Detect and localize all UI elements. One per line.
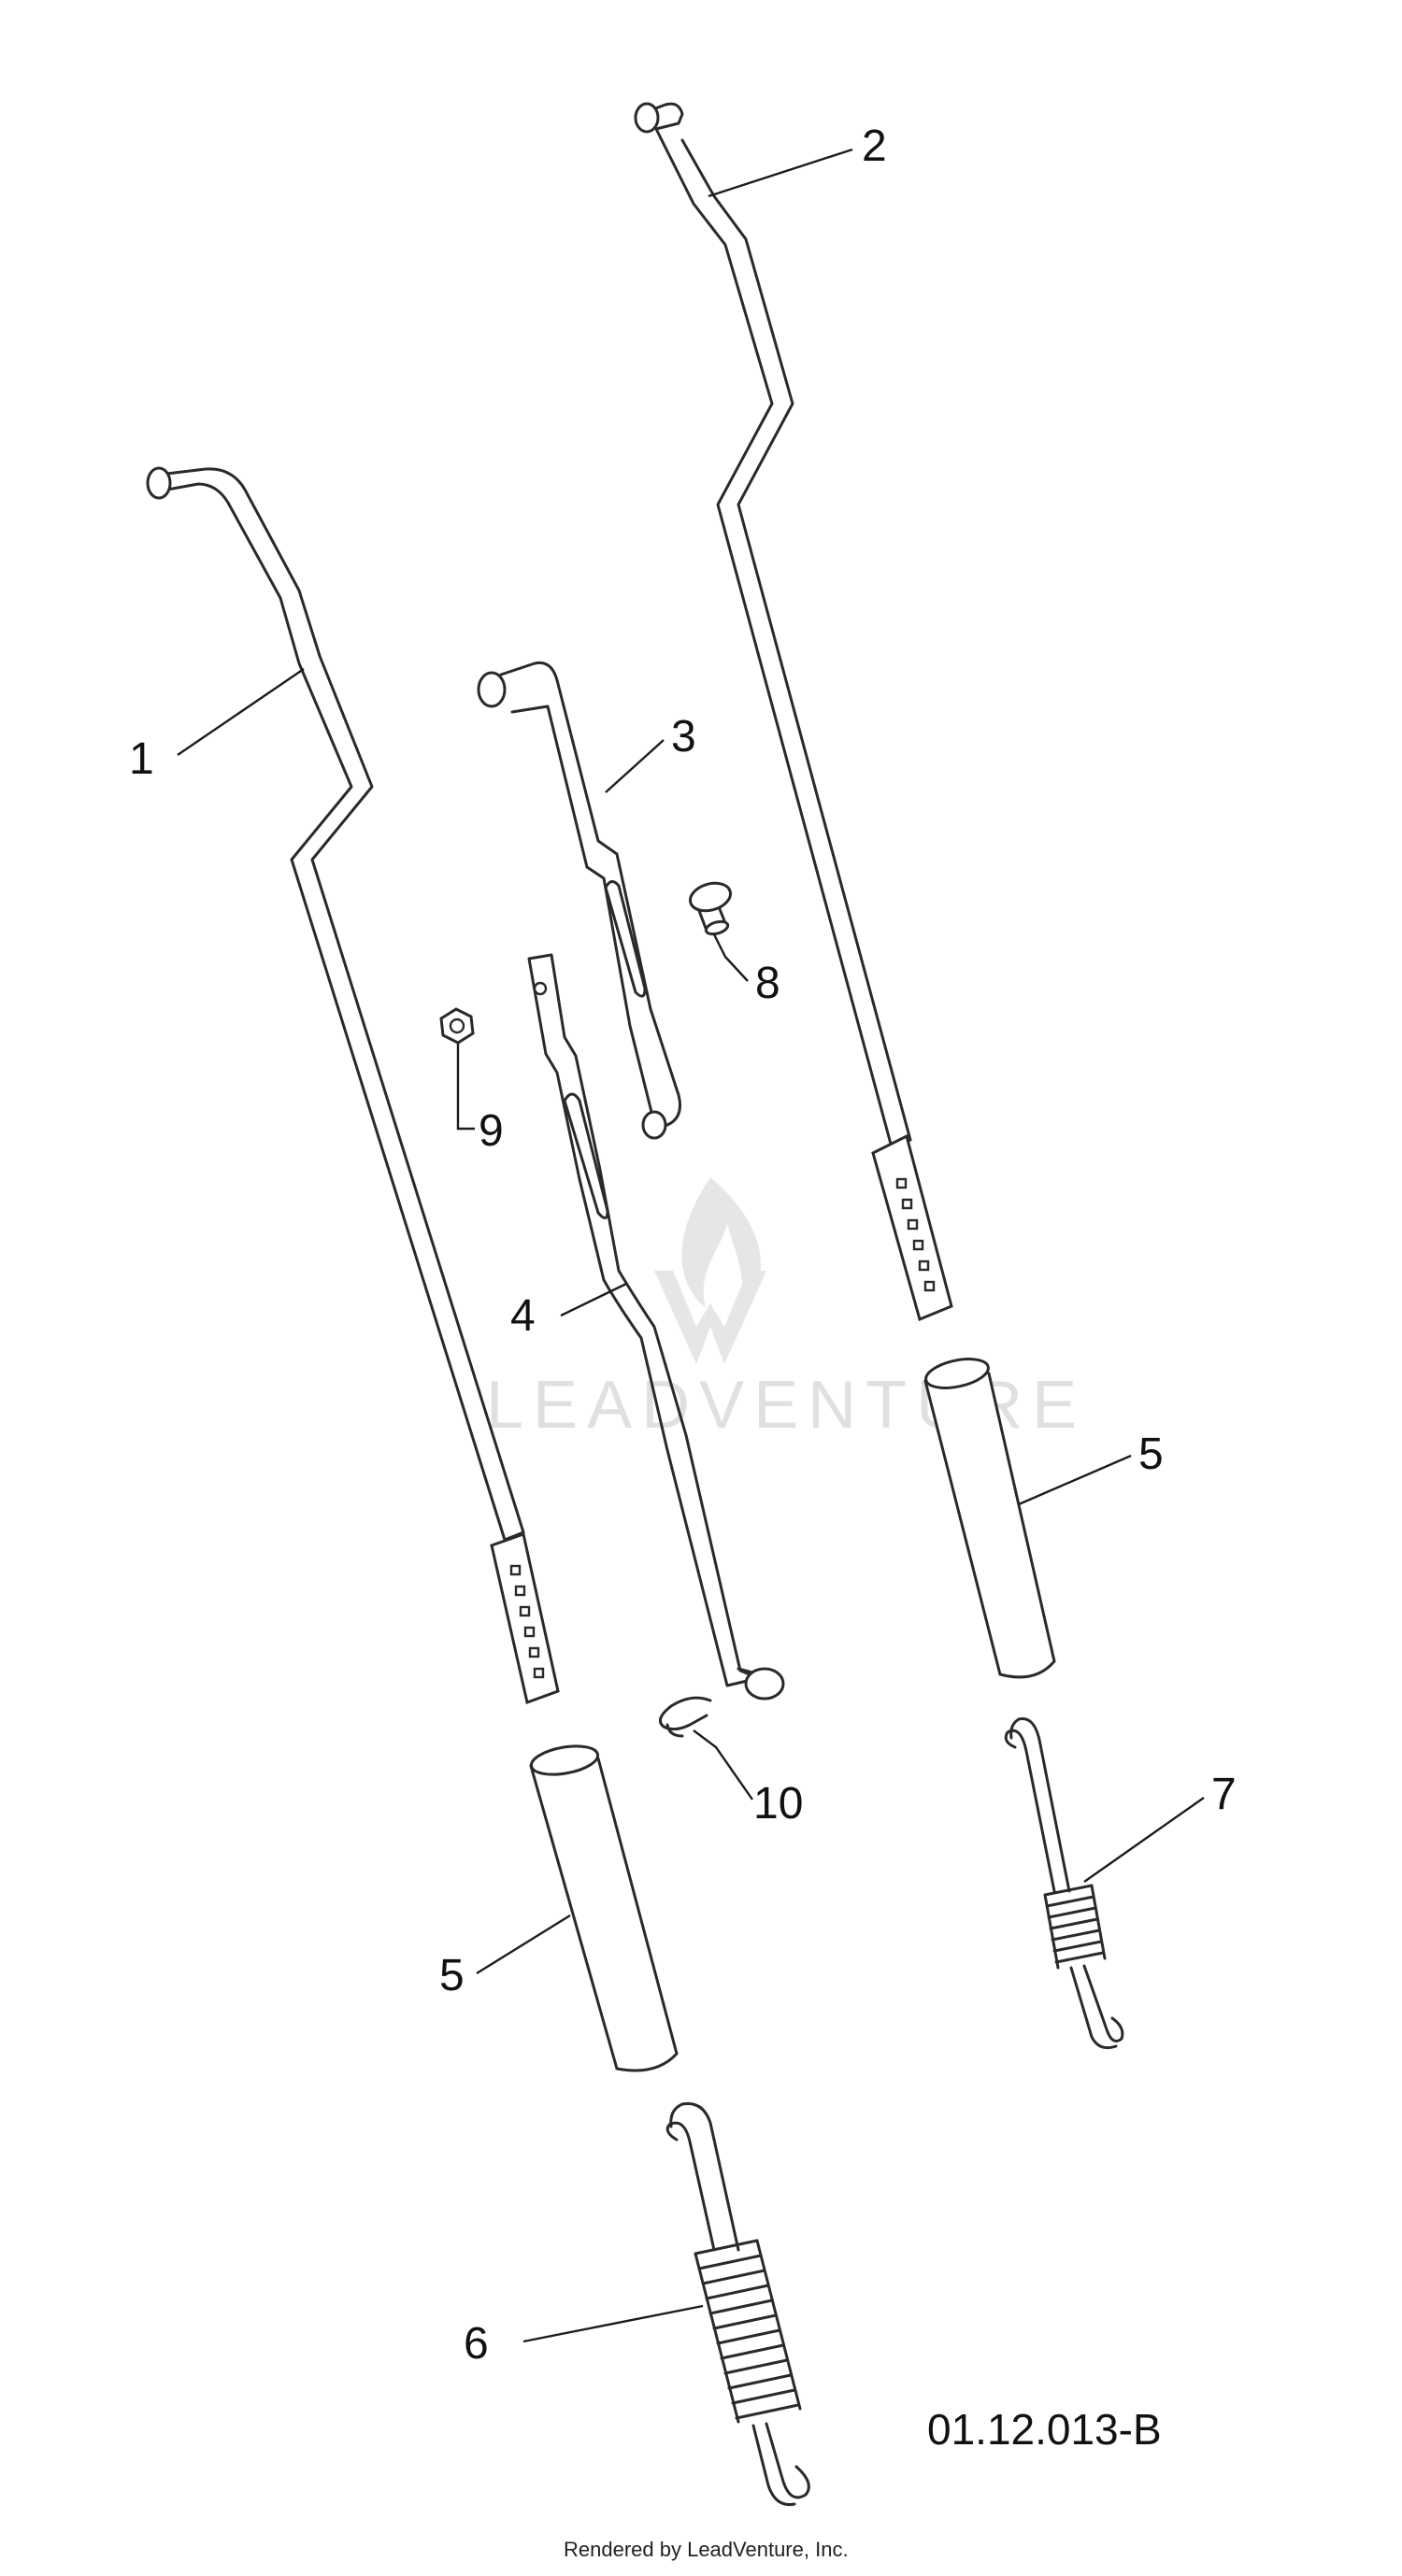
part-7-spring — [1004, 1716, 1124, 2050]
render-credit: Rendered by LeadVenture, Inc. — [564, 2538, 849, 2561]
callout-9: 9 — [479, 1106, 504, 1156]
part-4-link — [527, 953, 785, 1701]
part-1-adjust-holes — [509, 1564, 545, 1679]
part-1-end-pin — [146, 466, 172, 500]
callout-5-left: 5 — [439, 1951, 465, 2000]
callout-2: 2 — [862, 121, 887, 171]
watermark-flame-icon — [654, 1177, 766, 1364]
part-7-coils — [1043, 1884, 1107, 1970]
callouts: 1 2 3 4 5 5 6 7 8 9 10 — [129, 121, 1237, 2369]
leader-5-right — [1018, 1454, 1132, 1506]
leader-4 — [560, 1282, 627, 1317]
part-5-grip-left-opening — [529, 1744, 600, 1776]
leader-8 — [712, 933, 749, 982]
part-4-end-pin — [744, 1667, 785, 1701]
part-5-grip-right — [923, 1358, 1056, 1679]
callout-8: 8 — [755, 959, 780, 1008]
leader-3 — [605, 739, 665, 793]
callout-1: 1 — [129, 734, 154, 784]
callout-6: 6 — [464, 2319, 489, 2369]
part-4-hole — [533, 981, 548, 996]
leader-10 — [693, 1729, 753, 1800]
leader-5-left — [476, 1914, 571, 1975]
drawing-code: 01.12.013-B — [927, 2405, 1162, 2454]
part-5-grip-right-opening — [924, 1358, 990, 1389]
leader-1 — [177, 668, 305, 756]
part-3-slot — [604, 880, 647, 998]
part-6-spring — [665, 2101, 810, 2507]
part-3-link — [477, 661, 681, 1140]
part-2-end-pin — [634, 102, 660, 134]
part-3-pin-top — [477, 671, 507, 708]
callout-7: 7 — [1211, 1770, 1237, 1819]
part-4-slot — [563, 1092, 609, 1219]
callout-5-right: 5 — [1138, 1430, 1164, 1479]
callout-3: 3 — [671, 712, 696, 761]
leader-2 — [708, 148, 853, 198]
part-3-pin-bottom — [641, 1110, 667, 1140]
part-6-coils — [694, 2239, 802, 2424]
callout-10: 10 — [753, 1779, 803, 1829]
leader-7 — [1083, 1797, 1205, 1883]
part-5-grip-left — [529, 1744, 679, 2072]
part-8-bolt — [689, 881, 732, 936]
part-1-adjust-plate — [490, 1532, 560, 1704]
leader-6 — [522, 2304, 704, 2343]
leader-9 — [456, 1043, 475, 1131]
part-1-rod — [146, 466, 560, 1704]
part-9-nut — [439, 1007, 475, 1045]
part-2-adjust-holes — [895, 1177, 936, 1292]
part-2-rod — [634, 102, 953, 1322]
leader-lines — [177, 148, 1205, 2343]
part-10-hairpin — [658, 1696, 712, 1738]
callout-4: 4 — [510, 1291, 536, 1341]
